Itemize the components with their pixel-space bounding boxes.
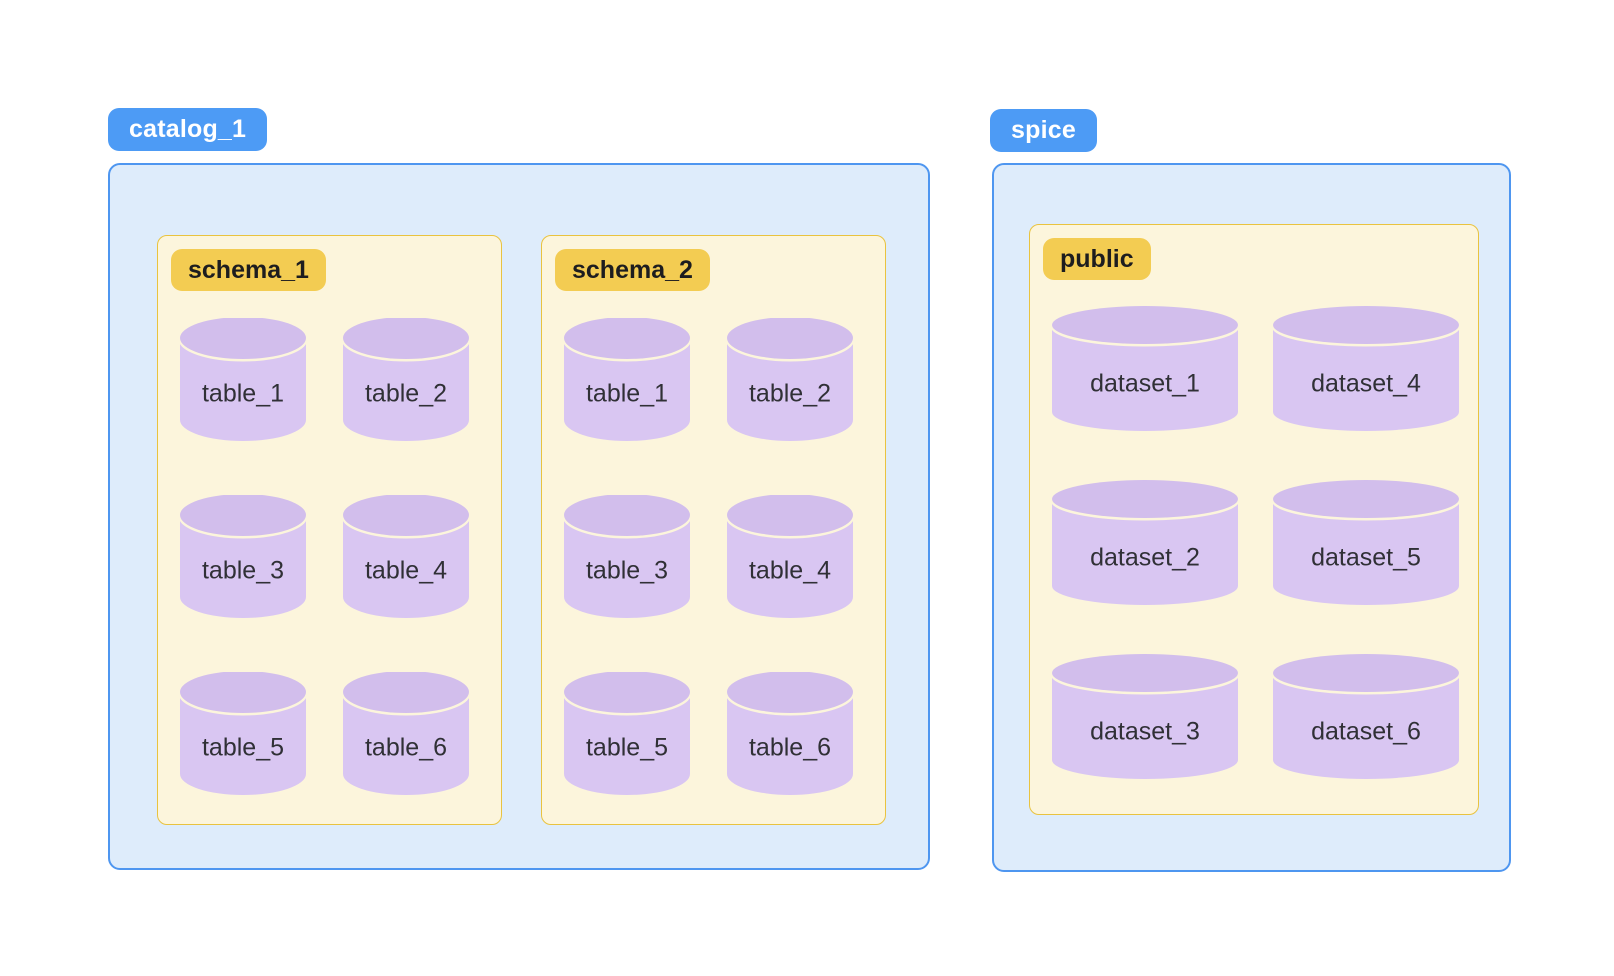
database-icon <box>727 672 853 795</box>
table-label: table_1 <box>201 379 285 408</box>
table-label: table_6 <box>748 733 832 762</box>
database-icon <box>1273 654 1459 779</box>
table-label: table_3 <box>201 556 285 585</box>
dataset-label: dataset_5 <box>1311 543 1421 572</box>
table-label: table_4 <box>364 556 448 585</box>
table-grid: table_1 table_2 table_ <box>564 318 853 795</box>
database-icon <box>727 495 853 618</box>
table-cylinder: table_1 <box>564 318 690 441</box>
dataset-label: dataset_1 <box>1090 369 1200 398</box>
table-cylinder: table_5 <box>180 672 306 795</box>
dataset-cylinder: dataset_2 <box>1052 480 1238 606</box>
database-icon <box>343 672 469 795</box>
table-cylinder: table_1 <box>180 318 306 441</box>
dataset-grid: dataset_1 dataset_2 da <box>1052 306 1459 780</box>
dataset-label: dataset_4 <box>1311 369 1421 398</box>
database-icon <box>564 495 690 618</box>
table-label: table_2 <box>748 379 832 408</box>
schema-box: public dataset_1 dataset <box>1029 224 1479 815</box>
catalog-badge: catalog_1 <box>108 108 268 151</box>
database-icon <box>1273 480 1459 605</box>
database-icon <box>180 495 306 618</box>
database-icon <box>564 318 690 441</box>
dataset-label: dataset_3 <box>1090 717 1200 746</box>
table-label: table_5 <box>585 733 669 762</box>
database-icon <box>180 318 306 441</box>
dataset-cylinder: dataset_4 <box>1273 306 1459 432</box>
table-cylinder: table_4 <box>343 495 469 618</box>
table-cylinder: table_4 <box>727 495 853 618</box>
table-label: table_2 <box>364 379 448 408</box>
catalog-container: schema_1 table_1 table_2 <box>108 163 930 870</box>
table-cylinder: table_6 <box>343 672 469 795</box>
table-label: table_5 <box>201 733 285 762</box>
dataset-label: dataset_2 <box>1090 543 1200 572</box>
database-icon <box>180 672 306 795</box>
catalog-container: public dataset_1 dataset <box>992 163 1511 872</box>
database-icon <box>1273 306 1459 431</box>
table-cylinder: table_3 <box>564 495 690 618</box>
dataset-cylinder: dataset_1 <box>1052 306 1238 432</box>
catalog-badge: spice <box>990 109 1097 152</box>
table-label: table_4 <box>748 556 832 585</box>
table-cylinder: table_3 <box>180 495 306 618</box>
database-icon <box>1052 480 1238 605</box>
database-icon <box>343 318 469 441</box>
dataset-cylinder: dataset_5 <box>1273 480 1459 606</box>
table-cylinder: table_5 <box>564 672 690 795</box>
schema-badge: public <box>1043 238 1151 280</box>
table-label: table_3 <box>585 556 669 585</box>
database-icon <box>1052 306 1238 431</box>
schema-box: schema_1 table_1 table_2 <box>157 235 502 825</box>
schema-box: schema_2 table_1 table_2 <box>541 235 886 825</box>
dataset-label: dataset_6 <box>1311 717 1421 746</box>
database-icon <box>564 672 690 795</box>
schema-badge: schema_1 <box>171 249 326 291</box>
dataset-cylinder: dataset_6 <box>1273 654 1459 780</box>
table-cylinder: table_6 <box>727 672 853 795</box>
table-cylinder: table_2 <box>727 318 853 441</box>
dataset-cylinder: dataset_3 <box>1052 654 1238 780</box>
database-icon <box>1052 654 1238 779</box>
table-cylinder: table_2 <box>343 318 469 441</box>
database-icon <box>727 318 853 441</box>
schema-badge: schema_2 <box>555 249 710 291</box>
database-icon <box>343 495 469 618</box>
table-label: table_6 <box>364 733 448 762</box>
table-label: table_1 <box>585 379 669 408</box>
table-grid: table_1 table_2 table_ <box>180 318 469 795</box>
